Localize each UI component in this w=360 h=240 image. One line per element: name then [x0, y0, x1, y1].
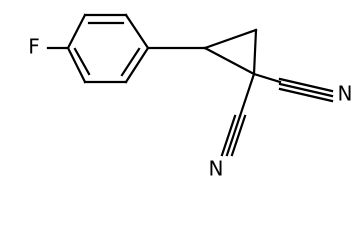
nitrogen-lower-label: N	[209, 157, 224, 181]
ring-bond-c6-c1	[66, 46, 87, 84]
ring-bond-c1-c2	[66, 13, 87, 50]
nitrile-lower-triple-bond-1	[220, 114, 237, 157]
nitrile-lower-triple-bond-2	[225, 114, 242, 157]
nitrile-upper-triple-bond-3	[278, 87, 334, 103]
cyclopropane-bond-bottom	[203, 46, 256, 76]
cyclopropane-bond-top	[203, 28, 258, 50]
nitrile-lower-triple-bond-3	[230, 114, 247, 157]
nitrile-lower-single-bond	[238, 72, 256, 118]
ring-bond-c4-c5	[124, 46, 150, 84]
nitrile-upper-triple-bond-1	[278, 77, 334, 93]
nitrile-upper-triple-bond-2	[278, 82, 334, 98]
structure-canvas: F N N	[28, 13, 353, 181]
ring-bond-c3-c4	[124, 13, 150, 50]
aromatic-inner-bond-left	[73, 47, 91, 76]
cyclopropane-bond-right	[252, 28, 258, 76]
molecule-diagram: F N N	[28, 13, 353, 181]
fluorine-label: F	[28, 35, 40, 59]
nitrogen-upper-label: N	[338, 82, 353, 106]
nitrile-upper-single-bond	[252, 72, 282, 84]
aromatic-inner-bond-right	[120, 47, 141, 77]
